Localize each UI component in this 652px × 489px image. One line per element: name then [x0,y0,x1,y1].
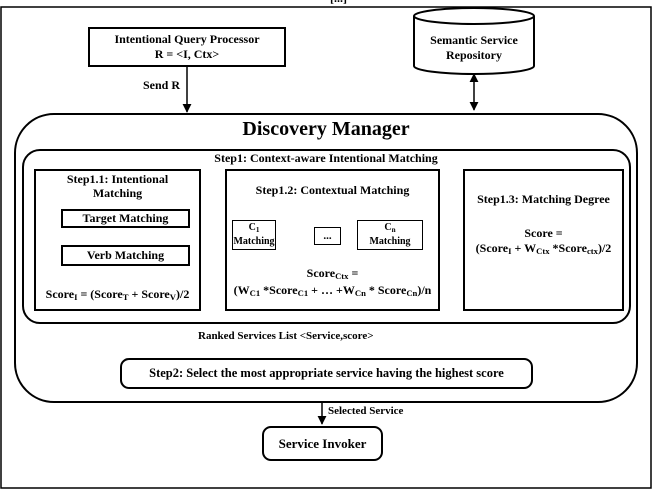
deg-f-open: (Score [475,241,509,255]
score-i-part3: )/2 [176,287,190,301]
score-ctx-formula: (WC1 *ScoreC1 + … +WCn * ScoreCn)/n [225,283,440,298]
score-i-formula: ScoreI = (ScoreT + ScoreV)/2 [34,287,201,302]
repository-label: Semantic Service Repository [414,30,534,66]
discovery-manager-title: Discovery Manager [242,118,410,140]
cn-matching-box: Cn Matching [357,220,423,250]
step13-formula: (ScoreI + WCtx *Scorectx)/2 [463,241,624,256]
query-processor-title: Intentional Query Processor [114,32,260,46]
score-i-part1: = (Score [77,287,123,301]
repository-cylinder-body [413,16,535,75]
ctx-f-mid1: *Score [260,283,298,297]
deg-f-sub-i: I [508,246,512,257]
c1-sub: 1 [255,225,260,234]
score-i-part2: + Score [128,287,170,301]
step13-score-line: Score = [524,226,563,240]
top-caption: [...] [330,0,347,6]
cn-label: C [384,222,392,234]
ctx-f-sub-wc1: C1 [249,288,261,299]
verb-matching-label: Verb Matching [86,248,165,262]
score-ctx-text: Score [306,266,336,280]
step11-box [34,169,201,311]
c1-label: C [248,222,256,234]
dots-box: ... [314,227,341,245]
verb-matching-box: Verb Matching [61,245,190,266]
c1-matching-label: Matching [233,235,275,247]
score-ctx-heading: ScoreCtx = [225,266,440,281]
score-ctx-eq: = [348,266,359,280]
step12-title: Step1.2: Contextual Matching [255,183,410,197]
repository-subtitle: Repository [446,48,502,62]
deg-f-close: )/2 [597,241,612,255]
ranked-services-label: Ranked Services List <Service,score> [198,330,374,342]
send-r-label: Send R [143,78,181,92]
ctx-f-mid2: + … +W [308,283,355,297]
cn-matching-label: Matching [369,235,411,247]
ctx-f-open: (W [233,283,250,297]
target-matching-box: Target Matching [61,209,190,228]
ctx-f-sub-sc1: C1 [297,288,309,299]
deg-f-sub-ctx2: ctx [586,246,598,257]
dots-label: ... [323,230,332,242]
outer-frame [0,6,652,489]
step13-title: Step1.3: Matching Degree [477,192,610,206]
score-i-text: Score [45,287,75,301]
step11-title: Step1.1: Intentional Matching [34,172,201,200]
deg-f-mid2: *Score [549,241,587,255]
step2-label: Step2: Select the most appropriate servi… [149,366,504,380]
score-v-sub: V [169,292,176,303]
step13-box [463,169,624,311]
service-invoker-box: Service Invoker [262,426,383,461]
score-i-sub: I [74,292,78,303]
score-t-sub: T [122,292,129,303]
target-matching-label: Target Matching [82,211,169,225]
query-processor-formula: R = <I, Ctx> [154,47,220,61]
repository-cylinder-top [413,7,535,25]
selected-service-label: Selected Service [328,405,404,417]
ctx-f-mid3: * Score [365,283,407,297]
ctx-f-sub-wcn: Cn [354,288,366,299]
repository-title: Semantic Service [430,33,518,47]
deg-f-mid: + W [511,241,537,255]
ctx-f-close: )/n [417,283,432,297]
step11-title-line1: Step1.1: Intentional [66,172,169,186]
score-ctx-sub: Ctx [335,271,349,282]
deg-f-sub-ctx: Ctx [536,246,550,257]
service-invoker-label: Service Invoker [278,435,367,451]
ctx-f-sub-scn: Cn [406,288,418,299]
c1-matching-box: C1 Matching [232,220,276,250]
step1-title: Step1: Context-aware Intentional Matchin… [214,151,438,165]
step11-title-line2: Matching [92,186,143,200]
step2-box: Step2: Select the most appropriate servi… [120,358,533,389]
cn-sub: n [391,225,396,234]
query-processor-box: Intentional Query Processor R = <I, Ctx> [88,27,286,67]
